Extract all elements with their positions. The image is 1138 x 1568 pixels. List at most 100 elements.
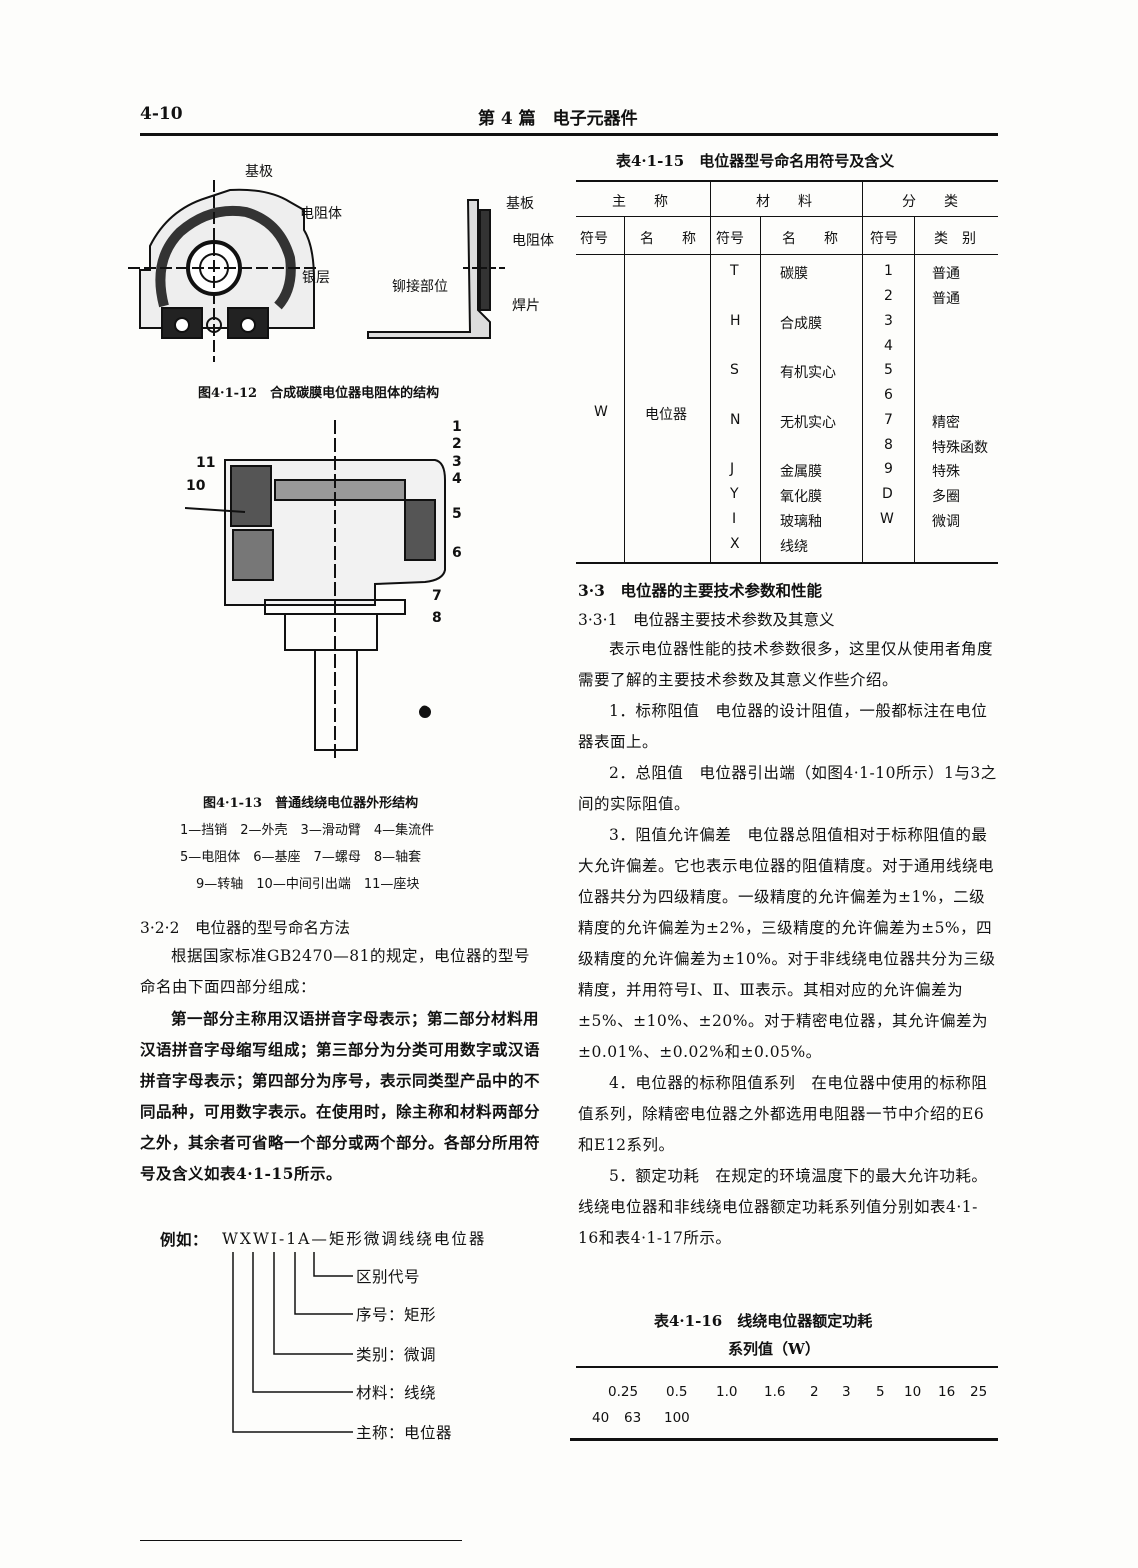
class-name: 特殊函数 (932, 440, 988, 456)
fig12-label-resistor: 电阻体 (300, 206, 342, 222)
power-value: 3 (842, 1384, 851, 1400)
class-sym: 6 (884, 387, 893, 403)
fig13-num-11: 11 (196, 455, 216, 471)
example-item-3: 类别：微调 (356, 1346, 437, 1364)
example-item-2: 序号：矩形 (356, 1306, 437, 1324)
fig13-num-3: 3 (452, 454, 462, 470)
page-number: 4-10 (140, 104, 183, 124)
left-para-1: 根据国家标准GB2470—81的规定，电位器的型号命名由下面四部分组成： (140, 947, 530, 996)
fig13-caption: 图4·1-13 普通线绕电位器外形结构 (203, 796, 419, 811)
material-sym: I (732, 511, 737, 527)
power-value: 0.5 (666, 1384, 688, 1400)
fig-4-1-12-drawing (128, 180, 508, 362)
fig13-legend-line-3: 9—转轴 10—中间引出端 11—座块 (196, 877, 420, 892)
table15-group-class: 分 类 (902, 194, 958, 210)
table15-main-symbol: W (594, 404, 608, 420)
fig13-num-10: 10 (186, 478, 206, 494)
fig12-label-solder-tab: 焊片 (512, 298, 540, 314)
table15-group-main: 主 称 (612, 194, 668, 210)
class-sym: 2 (884, 288, 893, 304)
fig13-num-5: 5 (452, 506, 462, 522)
class-name: 微调 (932, 514, 960, 530)
fig-4-1-13-drawing (185, 420, 446, 760)
fig13-num-2: 2 (452, 436, 462, 452)
material-name: 玻璃釉 (780, 514, 822, 530)
table15-top-rule (576, 180, 998, 182)
class-name: 普通 (932, 266, 960, 282)
power-value: 100 (664, 1410, 690, 1426)
example-tree-lines (232, 1252, 353, 1433)
right-para-4: 4．电位器的标称阻值系列 在电位器中使用的标称阻值系列，除精密电位器之外都选用电… (578, 1074, 988, 1154)
power-value: 0.25 (608, 1384, 639, 1400)
power-value: 40 (592, 1410, 610, 1426)
class-name: 精密 (932, 415, 960, 431)
material-sym: J (730, 461, 735, 477)
fig12-caption: 图4·1-12 合成碳膜电位器电阻体的结构 (198, 386, 440, 401)
example-label: 例如： (160, 1230, 209, 1249)
table15-col-sym-3: 符号 (870, 231, 898, 247)
section-3-3-heading: 3·3 电位器的主要技术参数和性能 (578, 581, 822, 600)
table15-vline-5 (914, 216, 915, 562)
material-name: 线绕 (780, 539, 808, 555)
material-sym: S (730, 362, 739, 378)
table15-vline-3 (624, 216, 625, 562)
material-name: 氧化膜 (780, 489, 822, 505)
class-name: 多圈 (932, 489, 960, 505)
class-sym: 8 (884, 437, 893, 453)
class-sym: W (880, 511, 894, 527)
power-value: 1.6 (764, 1384, 786, 1400)
table15-header-rule (576, 254, 998, 255)
material-name: 金属膜 (780, 464, 822, 480)
fig12-label-base: 基极 (245, 164, 273, 180)
table15-vline-2 (862, 180, 863, 562)
right-para-1: 1．标称阻值 电位器的设计阻值，一般都标注在电位器表面上。 (578, 702, 988, 751)
fig13-legend-line-2: 5—电阻体 6—基座 7—螺母 8—轴套 (180, 850, 422, 865)
class-sym: 7 (884, 412, 893, 428)
chapter-title: 第 4 篇 电子元器件 (478, 109, 638, 129)
table15-col-sym-2: 符号 (716, 231, 744, 247)
material-sym: T (730, 263, 739, 279)
left-body: 根据国家标准GB2470—81的规定，电位器的型号命名由下面四部分组成： 第一部… (140, 941, 544, 1189)
fig12-label-silver: 银层 (302, 270, 330, 286)
table15-bottom-rule (576, 562, 998, 564)
power-value: 25 (970, 1384, 988, 1400)
table16-top-rule (576, 1366, 998, 1368)
class-sym: 1 (884, 263, 893, 279)
table15-vline-4 (760, 216, 761, 562)
right-para-intro: 表示电位器性能的技术参数很多，这里仅从使用者角度需要了解的主要技术参数及其意义作… (578, 640, 994, 689)
material-sym: H (730, 313, 741, 329)
fig13-num-9: 9 (420, 704, 430, 720)
class-name: 特殊 (932, 464, 960, 480)
section-3-3-1-heading: 3·3·1 电位器主要技术参数及其意义 (578, 611, 835, 629)
table15-group-material: 材 料 (756, 194, 812, 210)
class-sym: D (882, 486, 893, 502)
example-code: WXWI-1A—矩形微调线绕电位器 (222, 1230, 487, 1248)
fig12-label-substrate: 基板 (506, 196, 534, 212)
power-value: 1.0 (716, 1384, 738, 1400)
example-item-5: 主称：电位器 (356, 1424, 453, 1442)
material-name: 无机实心 (780, 415, 836, 431)
right-para-3: 3．阻值允许偏差 电位器总阻值相对于标称阻值的最大允许偏差。它也表示电位器的阻值… (578, 826, 996, 1061)
power-value: 10 (904, 1384, 922, 1400)
material-sym: X (730, 536, 740, 552)
fig13-num-8: 8 (432, 610, 442, 626)
class-sym: 4 (884, 338, 893, 354)
table16-bottom-rule (570, 1438, 998, 1441)
right-body: 表示电位器性能的技术参数很多，这里仅从使用者角度需要了解的主要技术参数及其意义作… (578, 634, 998, 1254)
material-name: 合成膜 (780, 316, 822, 332)
table15-vline-1 (710, 180, 711, 562)
fig13-num-1: 1 (452, 419, 462, 435)
power-value: 2 (810, 1384, 819, 1400)
right-para-2: 2．总阻值 电位器引出端（如图4·1-10所示）1与3之间的实际阻值。 (578, 764, 997, 813)
fig13-num-6: 6 (452, 545, 462, 561)
power-value: 16 (938, 1384, 956, 1400)
material-sym: Y (730, 486, 739, 502)
fig13-legend-line-1: 1—挡销 2—外壳 3—滑动臂 4—集流件 (180, 823, 435, 838)
header-rule (140, 133, 998, 136)
power-value: 63 (624, 1410, 642, 1426)
right-para-5: 5．额定功耗 在规定的环境温度下的最大允许功耗。线绕电位器和非线绕电位器额定功耗… (578, 1167, 988, 1247)
material-sym: N (730, 412, 741, 428)
table16-subtitle: 系列值（W） (728, 1340, 820, 1358)
class-name: 普通 (932, 291, 960, 307)
section-3-2-2-heading: 3·2·2 电位器的型号命名方法 (140, 919, 350, 937)
